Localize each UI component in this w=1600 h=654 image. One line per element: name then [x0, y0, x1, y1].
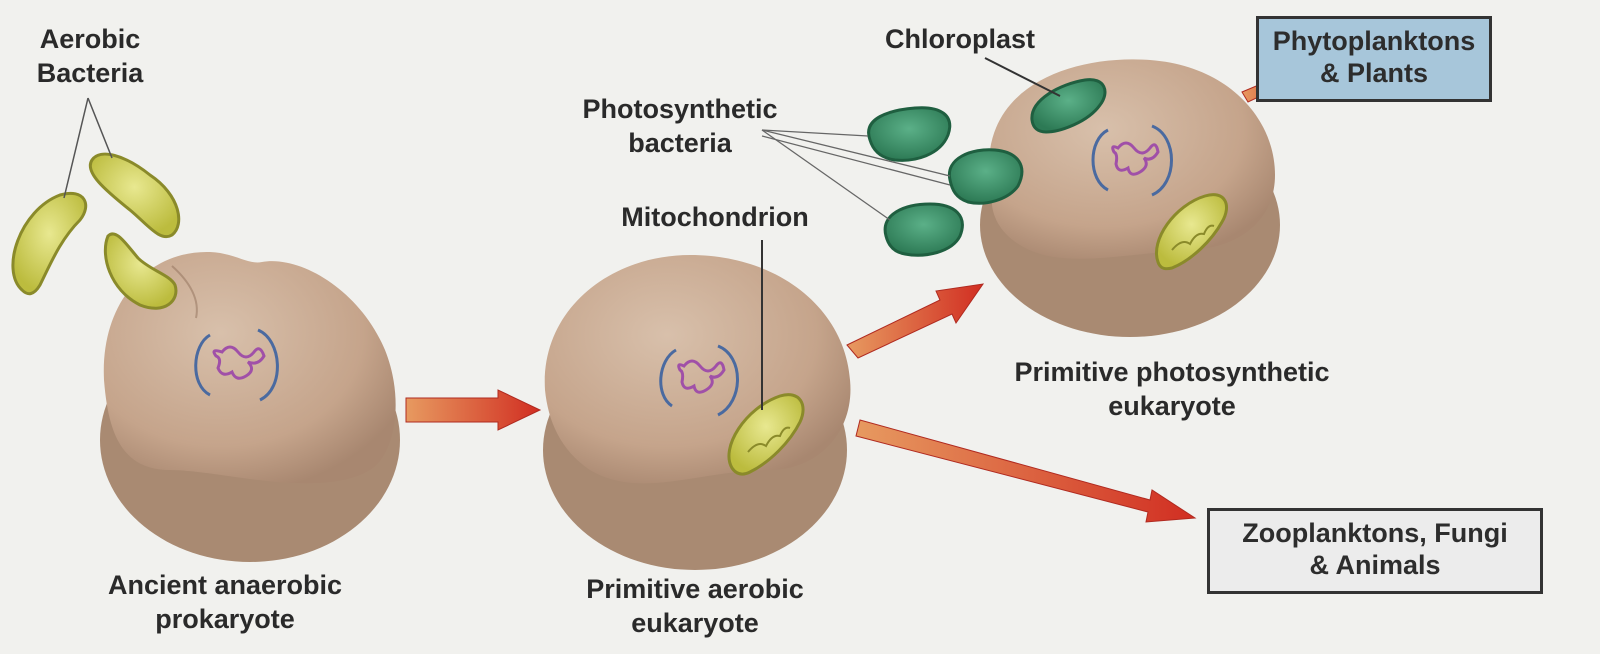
- photosynthetic-bacterium-1: [867, 106, 952, 162]
- mitochondrion-organelle: [1155, 193, 1228, 271]
- photosynthetic-bacterium-3: [883, 202, 964, 257]
- photosynthetic-bacteria-leaders: [761, 129, 951, 221]
- zoo-box-line1: Zooplanktons, Fungi: [1242, 518, 1508, 548]
- chloroplast-leader: [984, 57, 1061, 97]
- photosynthetic-bacteria-label-line1: Photosynthetic: [582, 94, 778, 124]
- primitive-aerobic-eukaryote-cell: [543, 255, 851, 570]
- phytoplanktons-plants-box: Phytoplanktons & Plants: [1256, 16, 1492, 102]
- dna-coil: [1111, 141, 1160, 176]
- aerobic-label-line2: eukaryote: [631, 608, 759, 638]
- arrow-to-photosynthetic-eukaryote: [846, 283, 985, 359]
- aerobic-bacteria-leaders: [63, 97, 113, 199]
- aerobic-label-line1: Primitive aerobic: [586, 574, 804, 604]
- phyto-box-line2: & Plants: [1319, 58, 1429, 88]
- photosynthetic-bacteria-label-line2: bacteria: [628, 128, 732, 158]
- zooplanktons-fungi-animals-box: Zooplanktons, Fungi & Animals: [1207, 508, 1543, 594]
- dna-coil: [677, 359, 726, 394]
- photosynthetic-bacteria-label: Photosynthetic bacteria: [580, 92, 780, 160]
- ancient-anaerobic-prokaryote-label: Ancient anaerobic prokaryote: [80, 568, 370, 636]
- ancient-anaerobic-prokaryote-cell: [100, 251, 400, 562]
- mitochondrion-label-text: Mitochondrion: [621, 202, 809, 232]
- chloroplast-label: Chloroplast: [870, 22, 1050, 56]
- ancient-label-line2: prokaryote: [155, 604, 295, 634]
- aerobic-bacterium-2: [88, 152, 181, 239]
- aerobic-bacteria-label-line2: Bacteria: [36, 58, 144, 88]
- zoo-box-line2: & Animals: [1309, 550, 1441, 580]
- dna-coil: [212, 345, 266, 380]
- aerobic-bacterium-3: [103, 232, 178, 310]
- mitochondrion-label: Mitochondrion: [610, 200, 820, 234]
- arrow-to-zooplanktons: [855, 419, 1197, 523]
- ancient-label-line1: Ancient anaerobic: [107, 570, 343, 600]
- membrane-outline: [194, 328, 279, 402]
- aerobic-bacterium-1: [11, 191, 88, 296]
- phyto-box-line1: Phytoplanktons: [1272, 26, 1476, 56]
- photosynthetic-bacterium-2: [947, 148, 1024, 205]
- chloroplast-label-text: Chloroplast: [884, 24, 1035, 54]
- arrow-to-aerobic-eukaryote: [405, 389, 542, 431]
- membrane-outline: [1091, 124, 1173, 197]
- primitive-photosynthetic-eukaryote-cell: [980, 59, 1280, 337]
- aerobic-bacteria-label-line1: Aerobic: [39, 24, 141, 54]
- chloroplast-organelle: [1030, 78, 1107, 134]
- mitochondrion-organelle: [727, 393, 805, 476]
- membrane-outline: [659, 344, 739, 417]
- photo-label-line1: Primitive photosynthetic: [1014, 357, 1330, 387]
- photo-label-line2: eukaryote: [1108, 391, 1236, 421]
- aerobic-bacteria-label: Aerobic Bacteria: [30, 22, 150, 90]
- primitive-aerobic-eukaryote-label: Primitive aerobic eukaryote: [560, 572, 830, 640]
- primitive-photosynthetic-eukaryote-label: Primitive photosynthetic eukaryote: [982, 355, 1362, 423]
